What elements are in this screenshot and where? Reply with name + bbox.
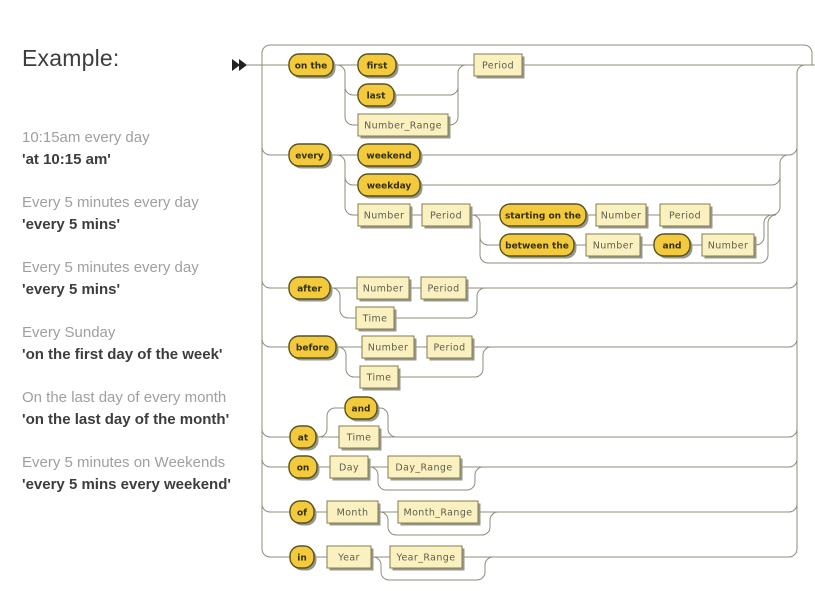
node-label: Year: [337, 553, 360, 564]
start-arrow-icon: [232, 59, 247, 71]
nonterminal-number: Number: [595, 203, 649, 229]
node-label: on the: [295, 62, 328, 72]
node-label: Number: [368, 343, 409, 354]
example-expression: 'on the first day of the week': [22, 346, 223, 363]
nonterminal-number: Number: [585, 233, 643, 259]
example-expression: 'every 5 mins': [22, 281, 121, 298]
terminal-at: at: [289, 425, 319, 451]
node-label: Number: [364, 211, 405, 222]
node-label: and: [663, 242, 682, 252]
node-label: Year_Range: [396, 553, 456, 564]
nonterminal-year: Year: [326, 545, 374, 571]
terminal-in: in: [289, 545, 317, 571]
nonterminal-time: Time: [338, 425, 382, 451]
terminal-and: and: [344, 396, 380, 422]
example-item: Every Sunday 'on the first day of the wee…: [22, 322, 272, 366]
examples-list: 10:15am every day 'at 10:15 am' Every 5 mi…: [22, 127, 272, 496]
terminal-on-the: on the: [288, 53, 336, 79]
node-label: Number: [601, 211, 642, 222]
terminal-before: before: [288, 335, 339, 361]
nonterminal-day: Day: [329, 455, 371, 481]
node-label: first: [367, 62, 388, 72]
node-label: weekend: [366, 152, 411, 162]
node-label: and: [352, 405, 371, 415]
node-label: on: [297, 464, 310, 474]
node-label: Time: [346, 433, 372, 444]
terminal-weekday: weekday: [357, 173, 423, 199]
nonterminal-day-range: Day_Range: [387, 455, 463, 481]
node-label: before: [296, 344, 329, 354]
node-label: starting on the: [505, 212, 581, 222]
terminal-on: on: [288, 455, 320, 481]
examples-heading: Example:: [22, 45, 120, 71]
nonterminal-period: Period: [473, 53, 525, 79]
node-label: Number: [708, 241, 749, 252]
node-label: Number: [593, 241, 634, 252]
terminal-and: and: [653, 233, 693, 259]
node-label: last: [367, 92, 387, 102]
node-label: weekday: [367, 182, 412, 192]
nonterminal-number: Number: [356, 276, 412, 302]
node-label: after: [297, 285, 322, 295]
node-label: Time: [366, 373, 392, 384]
nonterminal-time: Time: [355, 306, 397, 332]
nonterminal-time: Time: [359, 365, 401, 391]
node-label: at: [298, 434, 309, 444]
example-description: Every 5 minutes on Weekends: [22, 454, 226, 471]
nonterminal-number-range: Number_Range: [357, 113, 451, 139]
terminal-every: every: [288, 143, 333, 169]
example-item: Every 5 minutes every day 'every 5 mins': [22, 257, 272, 301]
nonterminal-number: Number: [357, 203, 413, 229]
nonterminal-year-range: Year_Range: [389, 545, 465, 571]
node-label: every: [295, 152, 324, 162]
nonterminal-period: Period: [659, 203, 713, 229]
nonterminal-number: Number: [701, 233, 757, 259]
example-item: Every 5 minutes on Weekends 'every 5 mins…: [22, 452, 272, 496]
nonterminal-number: Number: [361, 335, 417, 361]
nonterminal-period: Period: [421, 203, 473, 229]
node-label: Period: [430, 211, 462, 222]
example-expression: 'on the last day of the month': [22, 411, 230, 428]
node-label: Number: [363, 284, 404, 295]
node-label: of: [297, 509, 307, 519]
node-label: between the: [505, 242, 569, 252]
example-item: On the last day of every month 'on the la…: [22, 387, 272, 431]
terminal-first: first: [357, 53, 399, 79]
node-label: Month: [337, 508, 369, 519]
terminal-after: after: [288, 276, 333, 302]
example-item: 10:15am every day 'at 10:15 am': [22, 127, 272, 171]
terminal-last: last: [357, 83, 397, 109]
node-label: Day_Range: [395, 463, 452, 474]
node-label: Day: [339, 463, 359, 474]
example-description: Every 5 minutes every day: [22, 259, 199, 276]
node-label: Period: [433, 343, 465, 354]
node-label: Time: [362, 314, 388, 325]
example-description: Every Sunday: [22, 324, 116, 341]
nonterminal-month: Month: [326, 500, 381, 526]
node-label: Month_Range: [403, 508, 472, 519]
example-expression: 'every 5 mins every weekend': [22, 476, 231, 493]
example-item: Every 5 minutes every day 'every 5 mins': [22, 192, 272, 236]
node-label: Period: [669, 211, 701, 222]
connector-lines: [247, 44, 815, 581]
example-expression: 'every 5 mins': [22, 216, 121, 233]
terminal-weekend: weekend: [357, 143, 423, 169]
terminal-starting-on-the: starting on the: [499, 203, 589, 229]
node-label: in: [297, 554, 307, 564]
nonterminal-period: Period: [420, 276, 469, 302]
node-label: Number_Range: [364, 121, 442, 132]
terminal-of: of: [289, 500, 317, 526]
example-description: On the last day of every month: [22, 389, 227, 406]
example-description: Every 5 minutes every day: [22, 194, 199, 211]
node-label: Period: [427, 284, 459, 295]
example-expression: 'at 10:15 am': [22, 151, 111, 168]
example-description: 10:15am every day: [22, 129, 150, 146]
node-label: Period: [482, 61, 514, 72]
terminal-between-the: between the: [499, 233, 577, 259]
nonterminal-month-range: Month_Range: [397, 500, 481, 526]
nonterminal-period: Period: [426, 335, 475, 361]
examples-panel: Example: 10:15am every day 'at 10:15 am' E…: [22, 44, 272, 517]
